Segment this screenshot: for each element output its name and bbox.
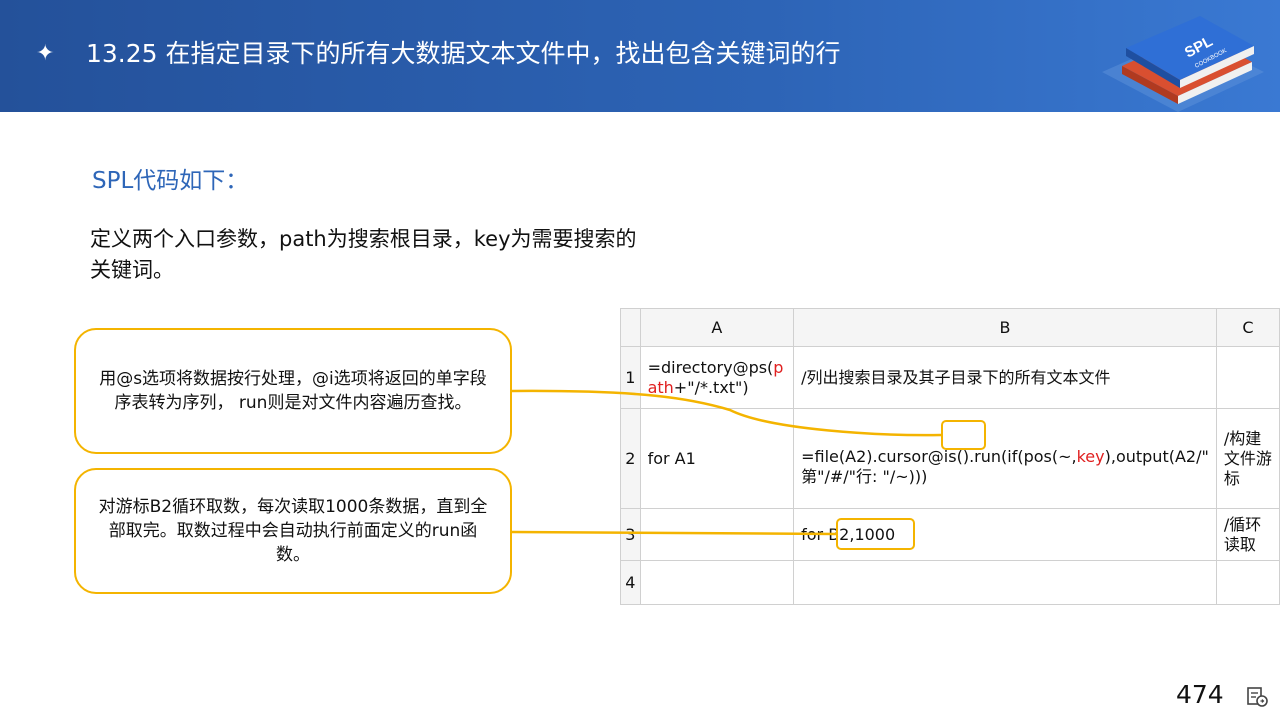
- code-text: ),output(A2/" 第"/#/"行: "/~))): [801, 446, 1209, 486]
- slide-title: 13.25 在指定目录下的所有大数据文本文件中，找出包含关键词的行: [86, 39, 841, 68]
- highlight-is-option: [941, 420, 986, 450]
- comment-text: /循环读取: [1223, 514, 1262, 554]
- column-header-c[interactable]: C: [1215, 308, 1280, 347]
- code-text: +"/*.txt"): [673, 377, 749, 397]
- highlight-b2-1000: [836, 518, 915, 550]
- page-nav-icon[interactable]: [1246, 686, 1268, 708]
- row-header-4[interactable]: 4: [620, 560, 641, 605]
- param-text: ath: [647, 377, 674, 397]
- callout-loop-explanation: 对游标B2循环取数，每次读取1000条数据，直到全部取完。取数过程中会自动执行前…: [74, 468, 512, 594]
- sparkle-icon: ✦: [36, 41, 55, 66]
- spl-book-logo: SPL COOKBOOK: [1102, 16, 1264, 112]
- callout-text: 用@s选项将数据按行处理，@i选项将返回的单字段序表转为序列， run则是对文件…: [99, 369, 487, 413]
- cell-b4[interactable]: [793, 560, 1217, 605]
- row-header-2[interactable]: 2: [620, 408, 641, 509]
- callout-run-explanation: 用@s选项将数据按行处理，@i选项将返回的单字段序表转为序列， run则是对文件…: [74, 328, 512, 454]
- cell-c2[interactable]: /构建文件游标: [1215, 408, 1280, 509]
- cell-a3[interactable]: [639, 508, 795, 561]
- slide-header: ✦ 13.25 在指定目录下的所有大数据文本文件中，找出包含关键词的行 SPL …: [0, 0, 1280, 112]
- cell-c3[interactable]: /循环读取: [1215, 508, 1280, 561]
- code-text: for A1: [647, 448, 696, 468]
- grid-header-row: A B C: [620, 308, 1280, 347]
- comment-text: /构建文件游标: [1223, 428, 1272, 488]
- page-number: 474: [1176, 680, 1224, 709]
- cell-b3[interactable]: for B2,1000: [793, 508, 1217, 561]
- row-header-3[interactable]: 3: [620, 508, 641, 561]
- cell-c1[interactable]: [1215, 346, 1280, 409]
- column-header-a[interactable]: A: [639, 308, 795, 347]
- callout-text: 对游标B2循环取数，每次读取1000条数据，直到全部取完。取数过程中会自动执行前…: [98, 497, 488, 565]
- cell-c4[interactable]: [1215, 560, 1280, 605]
- comment-text: /列出搜索目录及其子目录下的所有文本文件: [801, 367, 1111, 387]
- spl-code-grid: A B C 1 =directory@ps(p ath+"/*.txt") /列出…: [620, 308, 1280, 605]
- param-text: p: [773, 357, 784, 377]
- section-subtitle: SPL代码如下：: [92, 168, 249, 194]
- code-text: =directory@ps(: [647, 357, 774, 377]
- cell-a2[interactable]: for A1: [639, 408, 795, 509]
- cell-a1[interactable]: =directory@ps(p ath+"/*.txt"): [639, 346, 795, 409]
- row-header-1[interactable]: 1: [620, 346, 641, 409]
- column-header-b[interactable]: B: [793, 308, 1217, 347]
- code-text: =file(A2).cursor@is().run(if(pos(~,: [801, 446, 1077, 466]
- cell-b1[interactable]: /列出搜索目录及其子目录下的所有文本文件: [793, 346, 1217, 409]
- grid-row: 3 for B2,1000 /循环读取: [620, 508, 1280, 561]
- intro-paragraph: 定义两个入口参数，path为搜索根目录，key为需要搜索的关键词。: [90, 227, 637, 282]
- grid-row: 4: [620, 560, 1280, 605]
- cell-a4[interactable]: [639, 560, 795, 605]
- grid-corner-cell: [620, 308, 641, 347]
- code-text: for B2,1000: [801, 524, 896, 544]
- grid-row: 1 =directory@ps(p ath+"/*.txt") /列出搜索目录及其…: [620, 346, 1280, 409]
- cell-b2[interactable]: =file(A2).cursor@is().run(if(pos(~,key),…: [793, 408, 1217, 509]
- param-text: key: [1076, 446, 1105, 466]
